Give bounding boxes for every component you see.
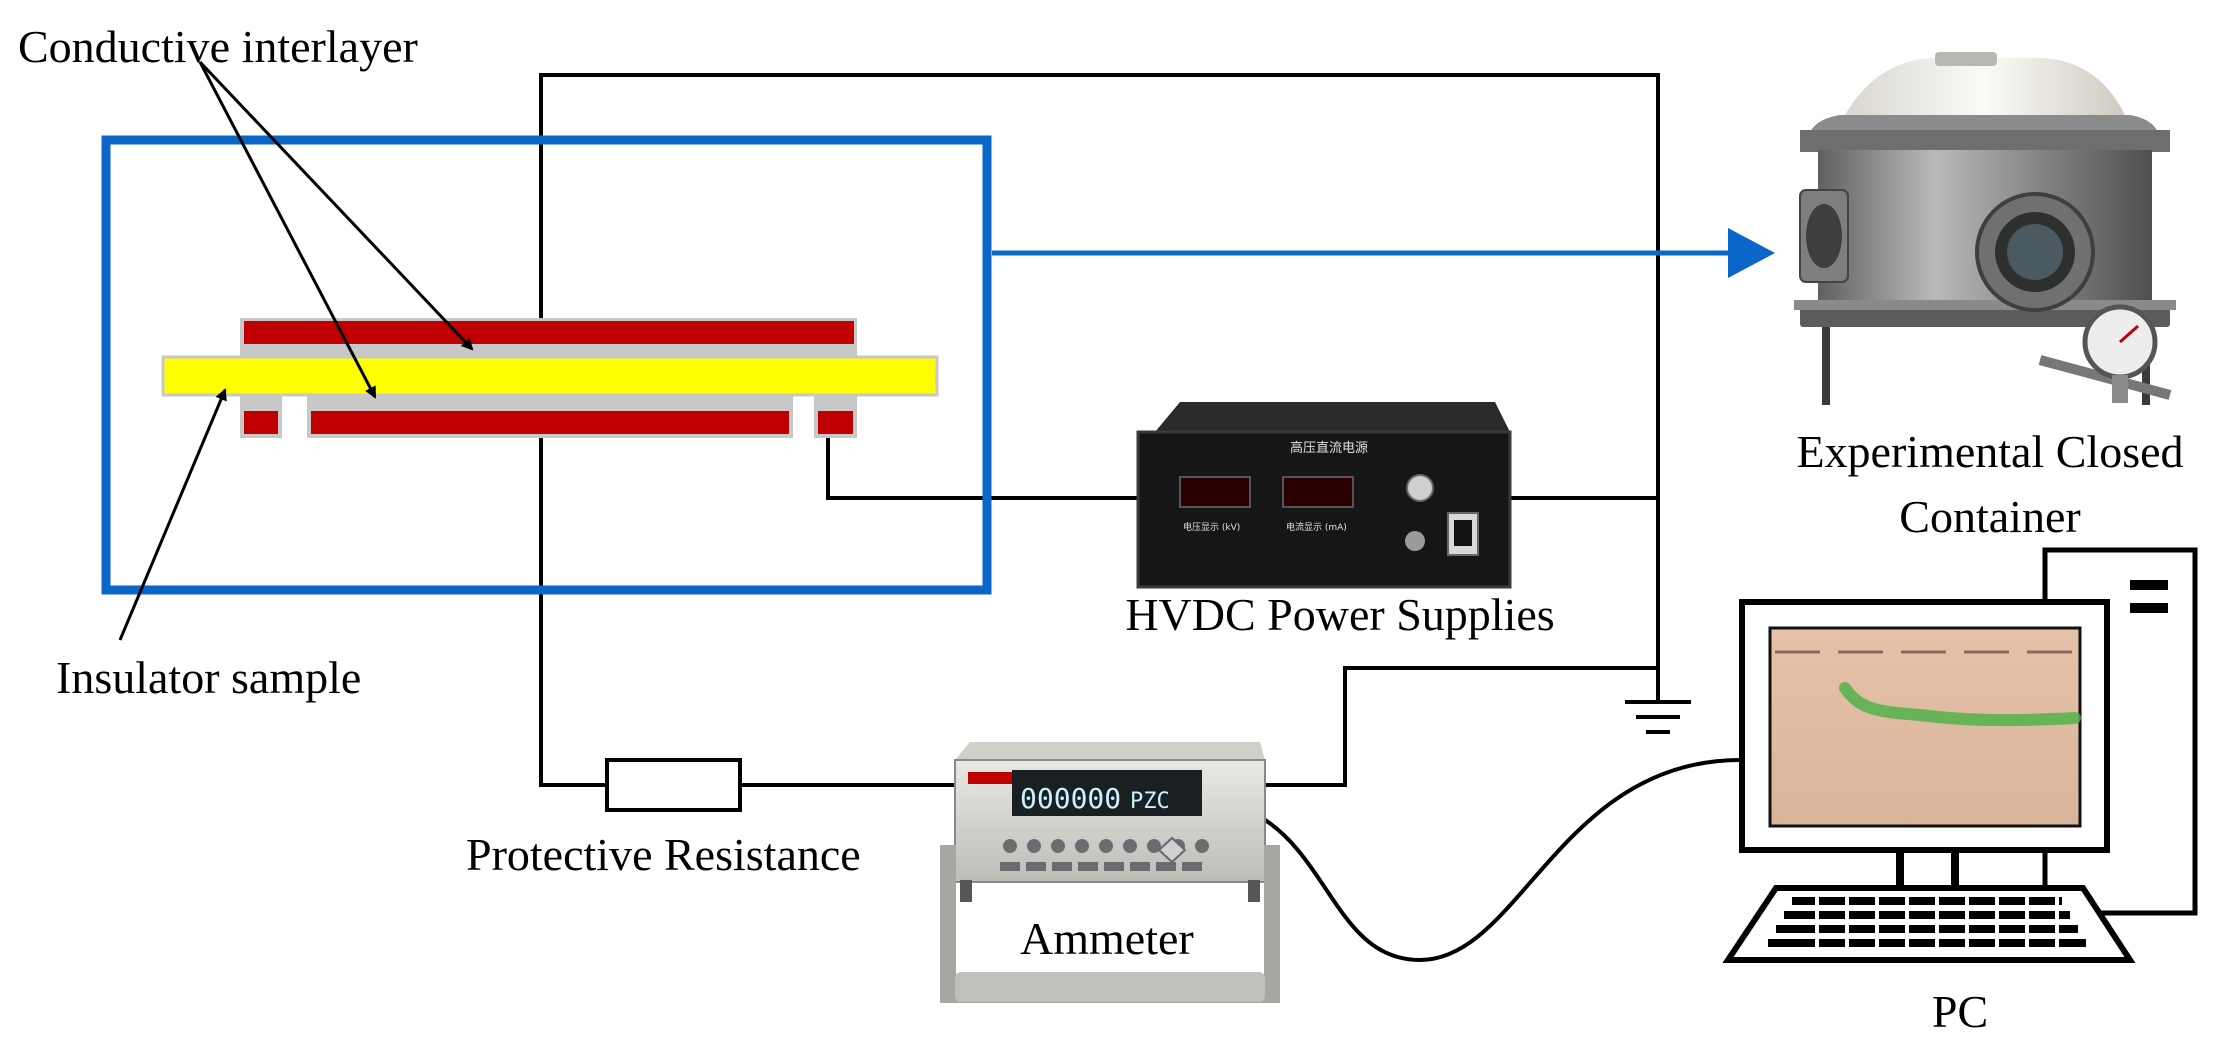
lower-electrode-main [311, 411, 789, 434]
upper-electrode [244, 321, 854, 344]
label-pc: PC [1932, 986, 1988, 1037]
pc-keys [1768, 897, 2086, 947]
hvdc-knob [1406, 474, 1434, 502]
lower-electrode-left [244, 411, 278, 434]
label-protective-resistance: Protective Resistance [466, 829, 861, 880]
label-hvdc: HVDC Power Supplies [1125, 589, 1554, 640]
ammeter-to-ground-wire [1265, 666, 1658, 787]
protective-resistor [605, 758, 742, 812]
pc-icon [1722, 547, 2198, 963]
sample-frame [101, 135, 992, 595]
hvdc-input-wire [826, 432, 1138, 500]
insulator-sample-bar [161, 355, 939, 397]
ammeter-unit: PZC [1130, 789, 1170, 814]
hvdc-power-supply-photo: 高压直流电源 电压显示 (kV) 电流显示 (mA) [1136, 402, 1512, 589]
label-conductive-interlayer: Conductive interlayer [18, 21, 418, 72]
ground-symbol [1625, 670, 1691, 734]
pc-screen-trace [1839, 682, 2081, 727]
hvdc-current-label: 电流显示 (mA) [1286, 521, 1347, 533]
circuit-wires [539, 73, 1741, 963]
container-arrow [992, 228, 1775, 278]
label-container-line1: Experimental Closed [1796, 426, 2183, 477]
ammeter-to-pc-cable [1260, 758, 1741, 963]
ammeter-photo: 000000 PZC [940, 742, 1280, 1003]
bottom-left-wire [539, 438, 607, 787]
pc-screen [1768, 626, 2082, 828]
label-insulator-sample: Insulator sample [56, 652, 361, 703]
lower-electrode-right [818, 411, 853, 434]
hvdc-button [1405, 531, 1425, 551]
sample-assembly [161, 318, 939, 438]
pointer-arrows [118, 60, 474, 641]
hvdc-voltage-label: 电压显示 (kV) [1183, 521, 1240, 533]
hvdc-panel-title: 高压直流电源 [1290, 440, 1368, 456]
label-container-line2: Container [1899, 491, 2080, 542]
ammeter-reading: 000000 [1020, 782, 1121, 815]
experimental-container-photo [1794, 52, 2176, 405]
top-wire [539, 73, 1660, 670]
label-ammeter: Ammeter [1020, 913, 1194, 964]
